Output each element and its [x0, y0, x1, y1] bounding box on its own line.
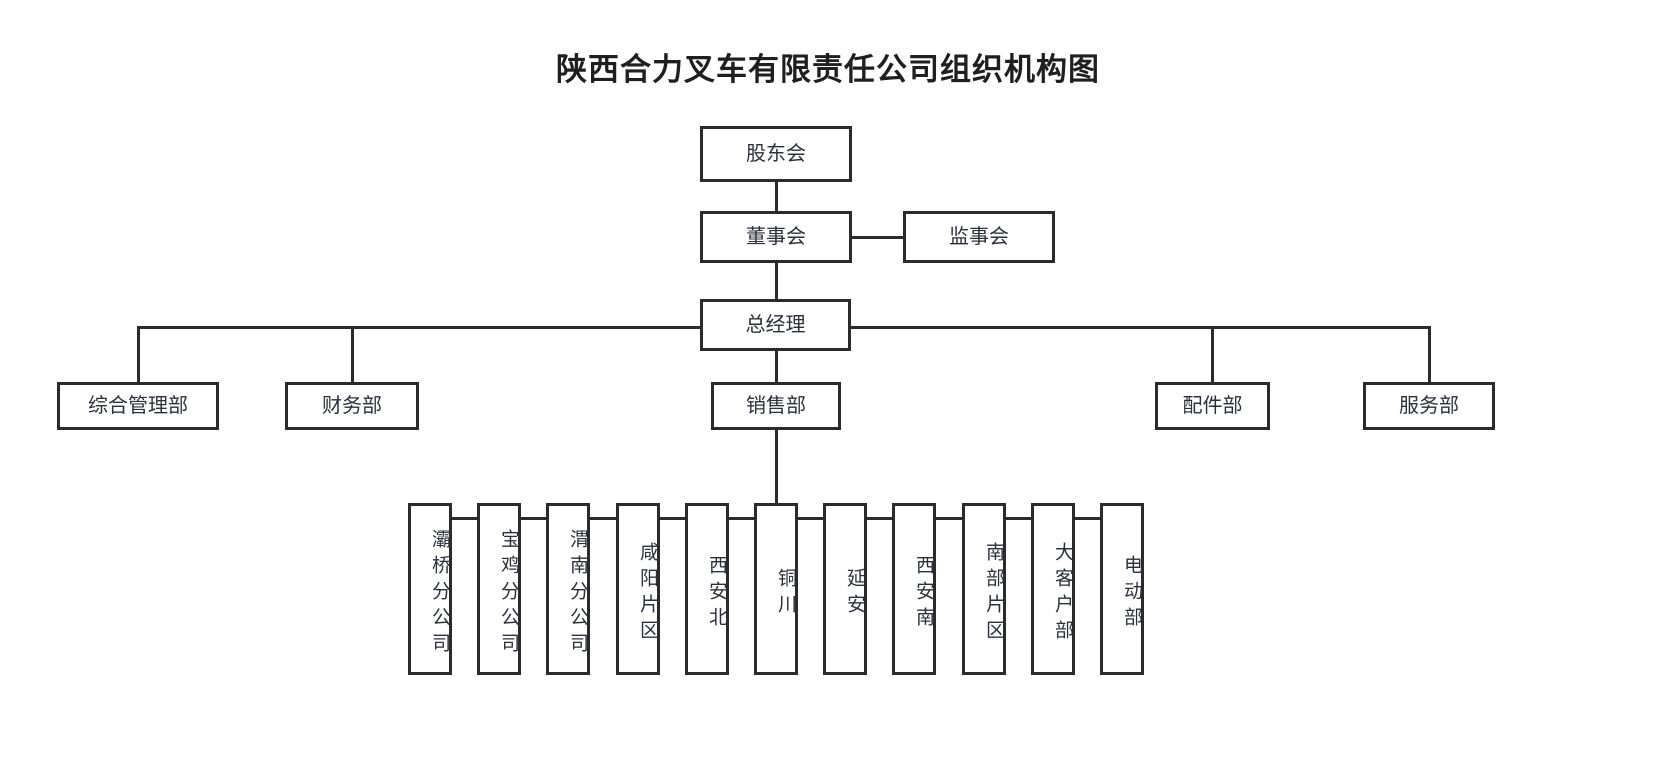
node-sales-unit[interactable]: 宝鸡分公司: [477, 503, 521, 675]
node-sales-unit[interactable]: 灞桥分公司: [408, 503, 452, 675]
page-title: 陕西合力叉车有限责任公司组织机构图: [556, 52, 1100, 87]
connector-gm-to-sales: [775, 350, 778, 383]
node-sales-unit[interactable]: 渭南分公司: [546, 503, 590, 675]
node-shareholders[interactable]: 股东会: [700, 126, 852, 182]
node-dept-sales[interactable]: 销售部: [711, 382, 841, 430]
node-dept-service[interactable]: 服务部: [1363, 382, 1495, 430]
node-sales-unit[interactable]: 延安: [823, 503, 867, 675]
connector-sales-to-bus: [775, 429, 778, 519]
node-dept-finance[interactable]: 财务部: [285, 382, 419, 430]
node-sales-unit[interactable]: 西安南: [892, 503, 936, 675]
connector-gm-to-finance: [351, 326, 354, 383]
connector-gm-to-admin: [137, 326, 140, 383]
node-sales-unit[interactable]: 南部片区: [962, 503, 1006, 675]
node-board-of-supervisors[interactable]: 监事会: [903, 211, 1055, 263]
node-sales-unit[interactable]: 大客户部: [1031, 503, 1075, 675]
node-sales-unit[interactable]: 咸阳片区: [616, 503, 660, 675]
node-sales-unit[interactable]: 西安北: [685, 503, 729, 675]
connector-gm-to-service: [1428, 326, 1431, 383]
connector-gm-bus-right: [848, 326, 1431, 329]
node-dept-admin[interactable]: 综合管理部: [57, 382, 219, 430]
node-dept-parts[interactable]: 配件部: [1155, 382, 1270, 430]
node-sales-unit[interactable]: 铜川: [754, 503, 798, 675]
node-board-of-directors[interactable]: 董事会: [700, 211, 852, 263]
connector-board-to-gm: [775, 262, 778, 300]
connector-gm-to-parts: [1211, 326, 1214, 383]
connector-shareholders-to-board: [775, 181, 778, 212]
connector-gm-bus-left: [137, 326, 703, 329]
node-sales-unit[interactable]: 电动部: [1100, 503, 1144, 675]
node-general-manager[interactable]: 总经理: [700, 299, 851, 351]
connector-board-to-supervisors: [850, 236, 905, 239]
